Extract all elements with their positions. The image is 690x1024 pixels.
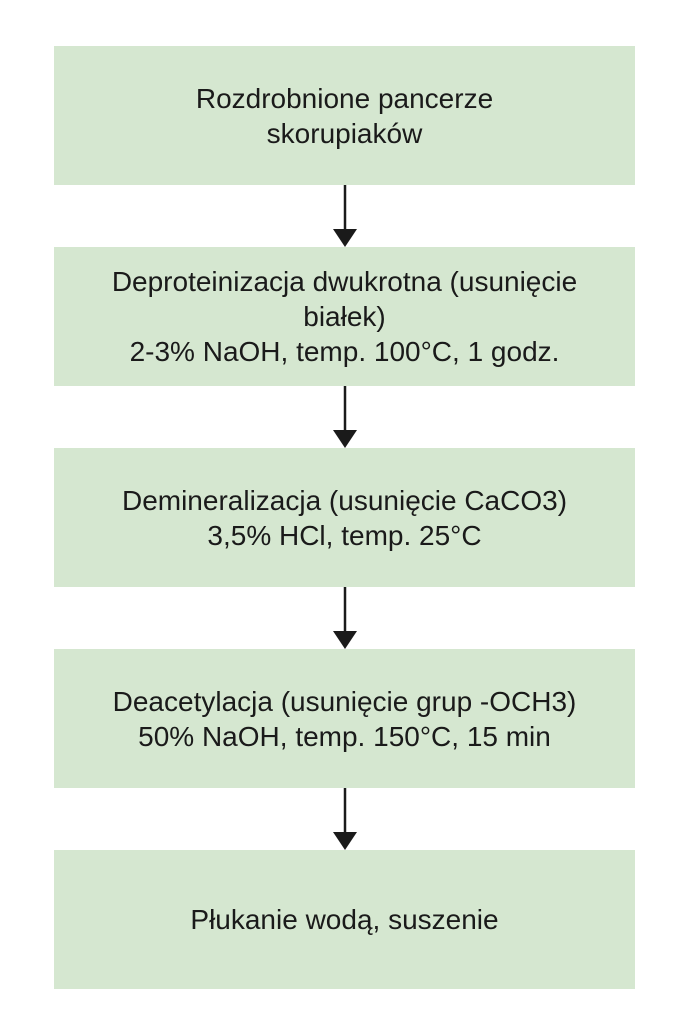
step-3-line-2: 3,5% HCl, temp. 25°C (207, 519, 482, 551)
arrow-down-icon (333, 788, 357, 850)
step-4-line-1: Deacetylacja (usunięcie grup -OCH3) (112, 685, 577, 717)
step-1-line-2: skorupiaków (266, 117, 423, 149)
arrow-down-icon (333, 185, 357, 247)
step-5-box: Płukanie wodą, suszenie (54, 850, 635, 989)
arrow-down-icon (333, 587, 357, 649)
step-4-box: Deacetylacja (usunięcie grup -OCH3) 50% … (54, 649, 635, 788)
step-4-line-2: 50% NaOH, temp. 150°C, 15 min (138, 720, 551, 752)
step-2-box: Deproteinizacja dwukrotna (usunięcie bia… (54, 247, 635, 386)
step-2-line-1: Deproteinizacja dwukrotna (usunięcie (111, 266, 578, 297)
step-3-line-1: Demineralizacja (usunięcie CaCO3) (121, 484, 568, 516)
step-5-line-1: Płukanie wodą, suszenie (190, 904, 499, 935)
step-3-box: Demineralizacja (usunięcie CaCO3) 3,5% H… (54, 448, 635, 587)
step-2-line-3: 2-3% NaOH, temp. 100°C, 1 godz. (129, 336, 560, 367)
step-1-box: Rozdrobnione pancerze skorupiaków (54, 46, 635, 185)
arrow-down-icon (333, 386, 357, 448)
step-2-line-2: białek) (303, 301, 386, 332)
step-1-line-1: Rozdrobnione pancerze (195, 82, 494, 114)
